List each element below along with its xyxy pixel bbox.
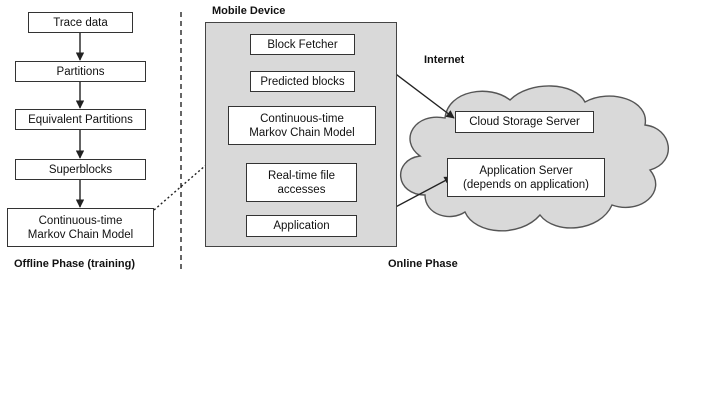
node-cloud-storage-server: Cloud Storage Server — [455, 111, 594, 133]
node-trace-data: Trace data — [28, 12, 133, 33]
offline-phase-label: Offline Phase (training) — [14, 258, 136, 270]
node-realtime-file-accesses: Real-time file accesses — [246, 163, 357, 202]
mobile-device-title: Mobile Device — [212, 5, 286, 17]
internet-title: Internet — [424, 54, 465, 66]
node-partitions: Partitions — [15, 61, 146, 82]
node-block-fetcher: Block Fetcher — [250, 34, 355, 55]
node-offline-ctmc-model: Continuous-time Markov Chain Model — [7, 208, 154, 247]
node-predicted-blocks: Predicted blocks — [250, 71, 355, 92]
node-online-ctmc-model: Continuous-time Markov Chain Model — [228, 106, 376, 145]
node-application: Application — [246, 215, 357, 237]
node-application-server: Application Server (depends on applicati… — [447, 158, 605, 197]
node-superblocks: Superblocks — [15, 159, 146, 180]
online-phase-label: Online Phase — [388, 258, 458, 270]
node-equivalent-partitions: Equivalent Partitions — [15, 109, 146, 130]
